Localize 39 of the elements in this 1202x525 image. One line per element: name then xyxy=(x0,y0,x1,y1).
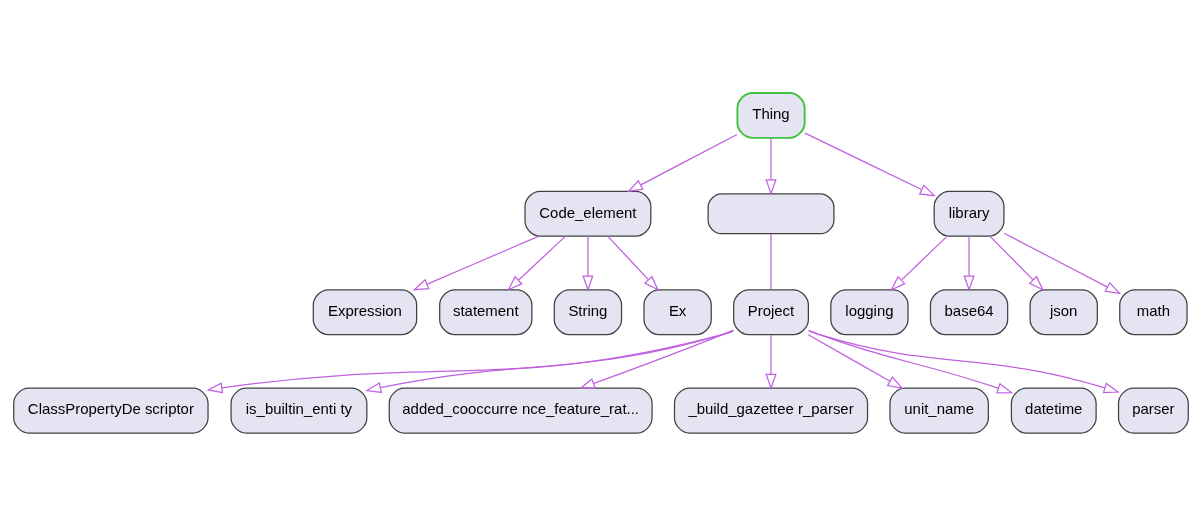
node-box: unit_name xyxy=(889,387,989,434)
node-box: Thing xyxy=(736,91,806,139)
arrow xyxy=(1003,232,1122,294)
node-box: math xyxy=(1119,288,1188,335)
arrow xyxy=(765,333,777,390)
node-box: library xyxy=(933,190,1005,237)
node-box: base64 xyxy=(929,288,1009,335)
node-box: statement xyxy=(439,288,533,335)
node-box: json xyxy=(1029,288,1098,335)
arrow xyxy=(804,132,936,196)
arrow xyxy=(607,235,660,291)
arrow xyxy=(807,333,904,389)
arrow xyxy=(890,235,948,291)
arrow xyxy=(963,235,975,292)
node-box: parser xyxy=(1117,387,1189,434)
arrow xyxy=(206,330,734,393)
arrow xyxy=(582,235,594,292)
node-box xyxy=(707,192,835,234)
connector xyxy=(770,232,772,290)
node-box: Ex xyxy=(643,288,712,335)
arrow xyxy=(808,329,1120,393)
node-box: Code_element xyxy=(524,190,652,237)
arrow xyxy=(412,235,540,290)
node-box: added_cooccurre nce_feature_rat... xyxy=(388,387,653,434)
node-box: is_builtin_enti ty xyxy=(230,387,368,434)
arrow xyxy=(578,328,735,389)
arrow xyxy=(626,133,738,192)
node-box: ClassPropertyDe scriptor xyxy=(13,387,209,434)
node-box: Expression xyxy=(312,288,418,335)
arrow xyxy=(989,235,1045,291)
node-box: _build_gazettee r_parser xyxy=(673,387,869,434)
node-box: Project xyxy=(733,288,809,335)
node-box: String xyxy=(553,288,623,335)
node-box: datetime xyxy=(1010,387,1097,434)
arrow xyxy=(807,329,1014,393)
arrow xyxy=(365,329,734,393)
arrow xyxy=(507,235,566,291)
arrow xyxy=(765,136,777,195)
node-box: logging xyxy=(830,288,909,335)
